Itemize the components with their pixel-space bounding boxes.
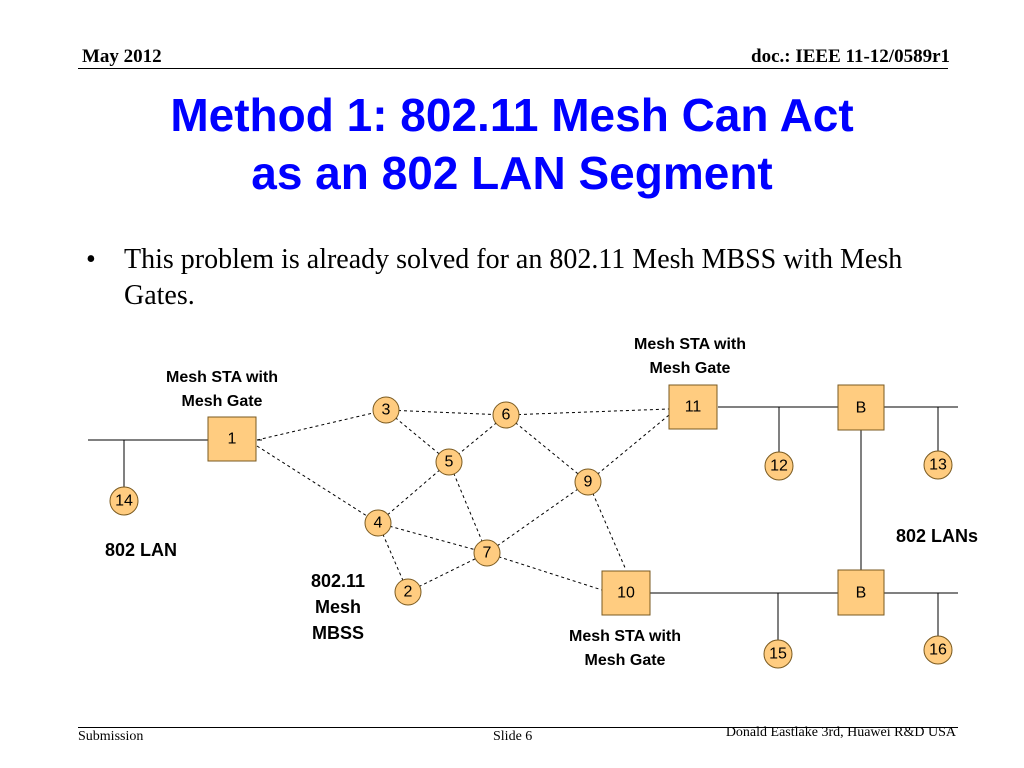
header-date: May 2012 (82, 46, 162, 67)
node-circle-12 (764, 451, 794, 481)
bridge-box-top (837, 384, 885, 431)
node-label-1: 1 (228, 431, 237, 448)
mesh-link-5-4 (377, 461, 450, 524)
node-label-2: 2 (404, 584, 413, 601)
annotations: Mesh STA with Mesh Gate Mesh STA with Me… (105, 336, 978, 669)
node-circle-2 (394, 578, 422, 606)
node-label-9: 9 (584, 474, 593, 491)
mesh-link-6-11 (505, 408, 670, 416)
mesh-link-9-11 (587, 414, 670, 483)
bridge-box-bottom (837, 569, 885, 616)
bullet-symbol: • (86, 244, 96, 275)
node-circle-13 (923, 450, 953, 480)
mesh-link-9-7 (486, 481, 589, 554)
lans-label: 802 LANs (896, 526, 978, 546)
mesh-link-1-3 (256, 409, 387, 441)
header-doc-id: doc.: IEEE 11-12/0589r1 (751, 46, 950, 67)
node-label-4: 4 (374, 515, 383, 532)
mbss-label-line3: MBSS (312, 623, 364, 643)
bridge-label-bottom: B (856, 585, 867, 602)
node-label-15: 15 (769, 646, 787, 663)
node-circle-4 (364, 509, 392, 537)
gate11-label-line2: Mesh Gate (650, 360, 731, 377)
mbss-label-line1: 802.11 (311, 571, 365, 591)
gate10-label-line2: Mesh Gate (585, 652, 666, 669)
station-circles (109, 396, 953, 669)
title-line-2: as an 802 LAN Segment (251, 147, 773, 199)
footer-author: Donald Eastlake 3rd, Huawei R&D USA (725, 725, 956, 740)
title-line-1: Method 1: 802.11 Mesh Can Act (170, 89, 854, 141)
node-label-6: 6 (502, 407, 511, 424)
node-label-14: 14 (115, 493, 133, 510)
mesh-link-3-5 (385, 409, 450, 463)
mesh-links (256, 408, 670, 593)
lan-label: 802 LAN (105, 540, 177, 560)
mesh-link-6-9 (505, 414, 589, 483)
node-circle-14 (109, 486, 139, 516)
mbss-label-line2: Mesh (315, 597, 361, 617)
node-label-5: 5 (445, 454, 454, 471)
mesh-link-1-4 (256, 445, 379, 524)
node-box-1 (207, 416, 257, 462)
solid-links (88, 406, 958, 641)
bullet-text: This problem is already solved for an 80… (124, 244, 903, 311)
gate-boxes (207, 384, 885, 616)
mesh-link-7-10 (486, 552, 603, 591)
mesh-link-2-7 (407, 552, 488, 593)
node-circle-3 (372, 396, 400, 424)
node-label-13: 13 (929, 457, 947, 474)
gate11-label-line1: Mesh STA with (634, 336, 746, 353)
mesh-link-4-7 (377, 522, 488, 554)
header-rule (78, 68, 948, 69)
node-label-12: 12 (770, 458, 788, 475)
node-circle-7 (473, 539, 501, 567)
node-circle-15 (763, 639, 793, 669)
node-labels: 1 11 10 B B 3 6 5 9 4 7 2 14 12 13 15 16 (115, 399, 947, 663)
node-circle-5 (435, 448, 463, 476)
mesh-link-9-10 (587, 481, 627, 571)
node-circle-16 (923, 635, 953, 665)
node-label-3: 3 (382, 402, 391, 419)
gate1-label-line1: Mesh STA with (166, 369, 278, 386)
node-box-10 (601, 570, 651, 616)
gate10-label-line1: Mesh STA with (569, 628, 681, 645)
slide-title: Method 1: 802.11 Mesh Can Act as an 802 … (40, 86, 984, 202)
node-label-10: 10 (617, 585, 635, 602)
node-circle-9 (574, 468, 602, 496)
node-label-16: 16 (929, 642, 947, 659)
node-box-11 (668, 384, 718, 430)
footer-slide-number: Slide 6 (493, 729, 533, 744)
gate1-label-line2: Mesh Gate (182, 393, 263, 410)
footer-submission: Submission (78, 729, 144, 744)
footer-rule (78, 727, 958, 728)
mesh-link-3-6 (385, 409, 507, 416)
mesh-link-5-7 (448, 461, 488, 554)
node-circle-6 (492, 401, 520, 429)
bridge-label-top: B (856, 400, 867, 417)
node-label-7: 7 (483, 545, 492, 562)
node-label-11: 11 (685, 399, 702, 416)
